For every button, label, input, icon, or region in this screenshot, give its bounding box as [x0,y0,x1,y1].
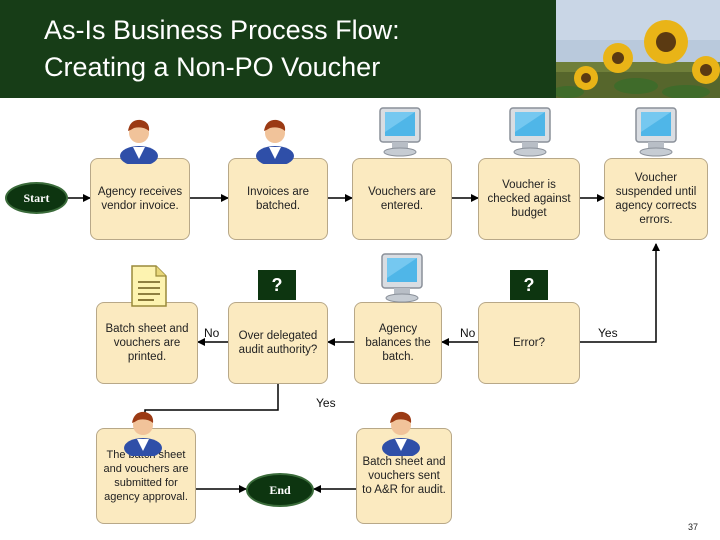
print-batch-step: Batch sheet and vouchers are printed. [96,302,198,384]
person-icon [120,119,158,164]
title-banner: As-Is Business Process Flow: Creating a … [0,0,720,98]
batch-invoices-step: Invoices are batched. [228,158,328,240]
no-label-right: No [460,326,476,340]
error-decision: Error? [478,302,580,384]
title-line-1: As-Is Business Process Flow: [44,15,400,45]
decision-marker-left: ? [258,270,296,300]
yes-label-error: Yes [598,326,618,340]
no-label-left: No [204,326,220,340]
person-icon [256,119,294,164]
receive-invoice-step: Agency receives vendor invoice. [90,158,190,240]
end-node: End [246,473,314,507]
person-icon [382,411,420,456]
computer-icon [379,107,421,157]
title-line-2: Creating a Non-PO Voucher [44,52,381,82]
slide-title: As-Is Business Process Flow: Creating a … [44,12,400,86]
document-icon [131,265,167,307]
enter-vouchers-step: Vouchers are entered. [352,158,452,240]
sunflower-photo [556,0,720,98]
balance-batch-step: Agency balances the batch. [354,302,442,384]
computer-icon [381,253,423,303]
computer-icon [509,107,551,157]
page-number: 37 [687,522,698,532]
person-icon [124,411,162,456]
start-node: Start [5,182,68,214]
computer-icon [635,107,677,157]
delegated-audit-decision: Over delegated audit authority? [228,302,328,384]
check-budget-step: Voucher is checked against budget [478,158,580,240]
yes-label-audit: Yes [316,396,336,410]
decision-marker-right: ? [510,270,548,300]
suspend-voucher-step: Voucher suspended until agency corrects … [604,158,708,240]
